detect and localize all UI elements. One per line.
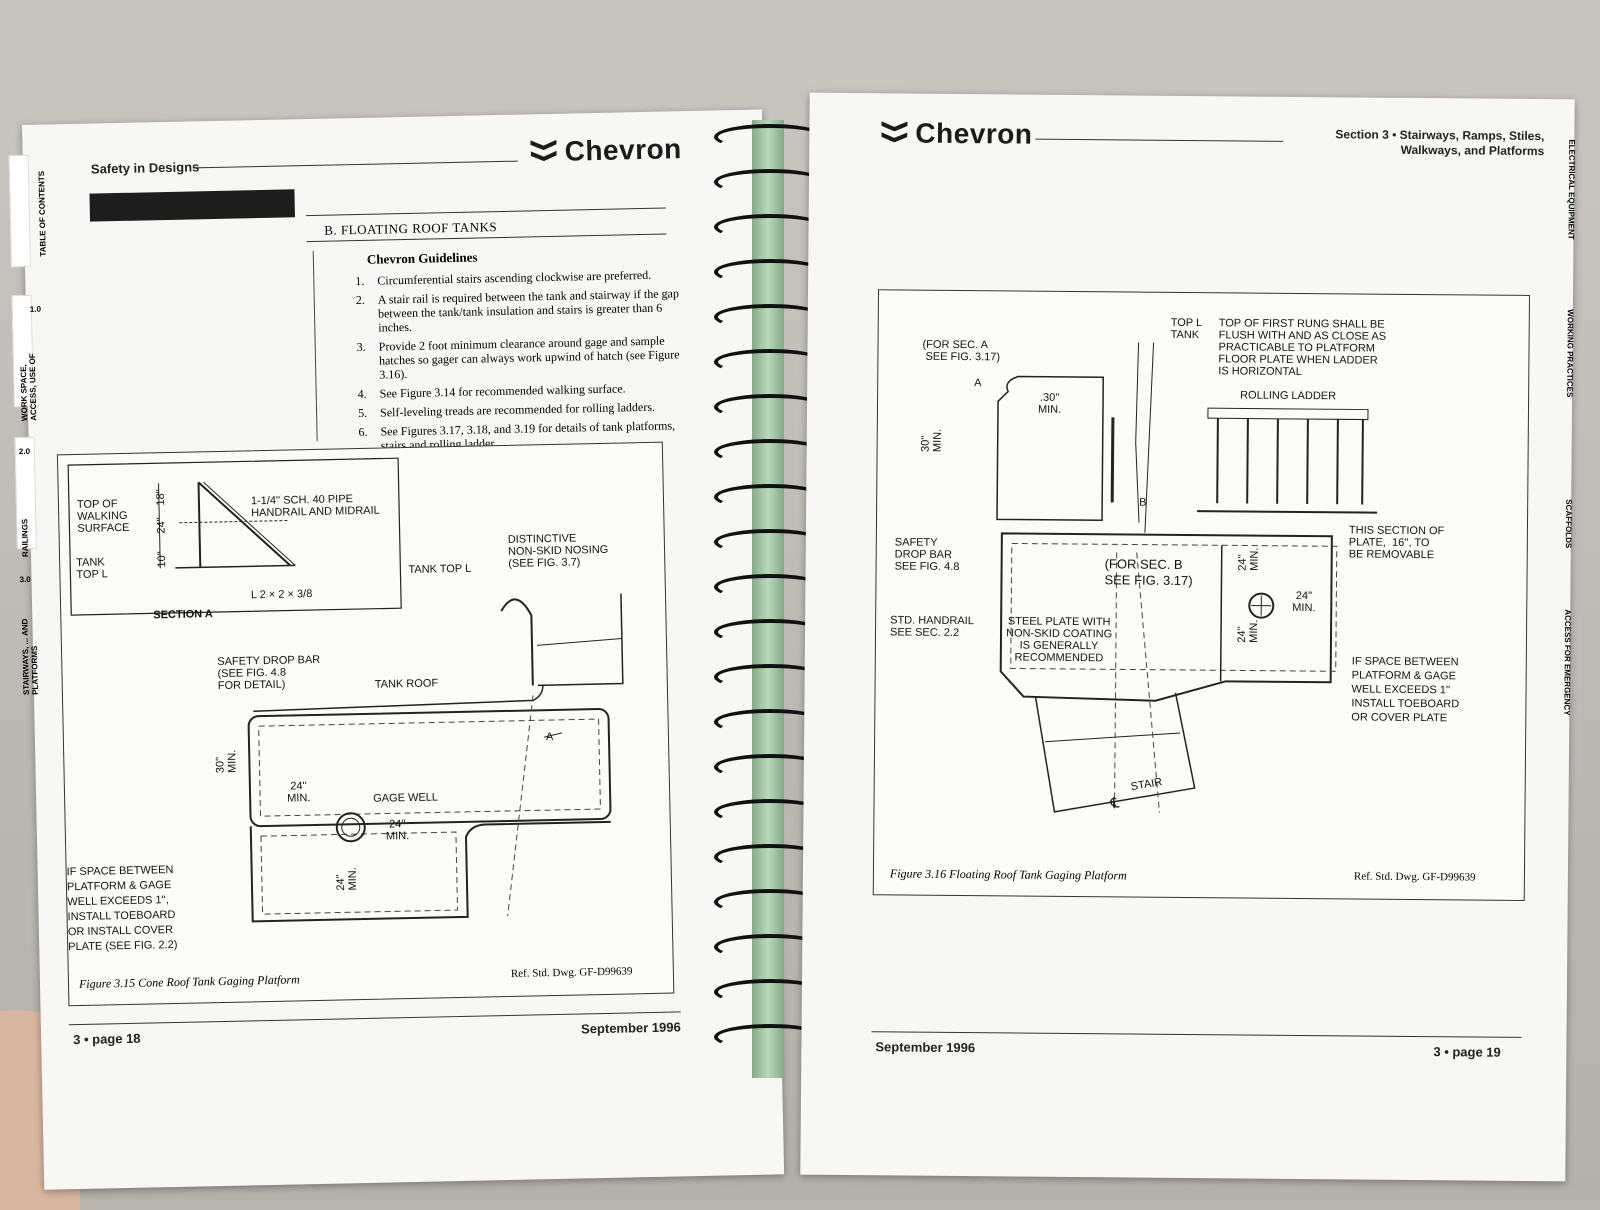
label-drop-bar: SAFETY DROP BAR (SEE FIG. 4.8 FOR DETAIL… [217,654,321,692]
footer-date: September 1996 [875,1039,975,1055]
guidelines-list: 1.Circumferential stairs ascending clock… [355,267,689,458]
label-rolling-ladder: ROLLING LADDER [1240,389,1336,402]
label-steel-plate: STEEL PLATE WITH NON-SKID COATING IS GEN… [1006,615,1113,664]
label-dim-24a: 24'' MIN. [1237,547,1261,570]
header-rule [193,161,518,169]
label-nosing: DISTINCTIVE NON-SKID NOSING (SEE FIG. 3.… [508,532,609,570]
tab-label-4: RAILINGS [20,497,30,557]
label-for-sec-b: (FOR SEC. B SEE FIG. 3.17) [1104,556,1192,589]
label-if-space: IF SPACE BETWEEN PLATFORM & GAGE WELL EX… [67,863,178,955]
footer-page-number: 3 • page 19 [1433,1044,1501,1060]
label-drop-bar: SAFETY DROP BAR SEE FIG. 4.8 [895,536,960,573]
footer-rule [872,1031,1522,1038]
label-for-sec-a: (FOR SEC. A SEE FIG. 3.17) [922,339,1000,364]
figure-3-16-drawing [874,290,1529,846]
tab-label-3: 2.0 [19,447,30,456]
footer-date: September 1996 [581,1019,681,1036]
list-item: 2.A stair rail is required between the t… [356,286,687,335]
label-angle: L 2 × 2 × 3/8 [251,588,313,601]
tab-label-electrical[interactable]: ELECTRICAL EQUIPMENT [1566,139,1576,259]
label-tank-top: TANK TOP L [408,563,471,576]
tab-label-scaffolds[interactable]: SCAFFOLDS [1564,499,1574,559]
section-rule-top [306,208,666,217]
section-header-line1: Section 3 • Stairways, Ramps, Stiles, [1335,127,1544,144]
guidelines-heading: Chevron Guidelines [367,249,478,267]
section-header: Section 3 • Stairways, Ramps, Stiles, Wa… [1335,127,1544,159]
label-dim-24b: 24'' MIN. [1292,590,1315,614]
tab-label-6: STAIRWAYS, ... AND PLATFORMS [20,605,40,695]
label-removable: THIS SECTION OF PLATE, 16'', TO BE REMOV… [1349,524,1445,561]
section-title: B. FLOATING ROOF TANKS [324,219,497,239]
figure-ref: Ref. Std. Dwg. GF-D99639 [1354,870,1476,883]
label-dim-30: 30'' MIN. [214,750,238,774]
label-pipe: 1-1/4'' SCH. 40 PIPE HANDRAIL AND MIDRAI… [251,493,380,520]
header-rule [1035,139,1283,142]
figure-3-15: TOP OF WALKING SURFACE 18'' 24'' 10'' 1-… [57,442,674,1007]
label-rung-note: TOP OF FIRST RUNG SHALL BE FLUSH WITH AN… [1218,317,1386,378]
label-tank-roof: TANK ROOF [375,677,439,690]
figure-ref: Ref. Std. Dwg. GF-D99639 [511,965,633,980]
label-dim-24c: 24'' MIN. [1236,619,1260,642]
page-header: Safety in Designs [91,159,200,176]
list-item: 4.See Figure 3.14 for recommended walkin… [358,380,688,401]
tab-label-working[interactable]: WORKING PRACTICES [1565,309,1575,419]
figure-caption: Figure 3.16 Floating Roof Tank Gaging Pl… [890,866,1127,883]
brand-name: Chevron [564,133,682,167]
label-dim-18: 18'' [155,489,167,506]
label-dim-24a: 24'' MIN. [287,780,311,804]
label-handrail: STD. HANDRAIL SEE SEC. 2.2 [890,614,974,639]
chevron-logo-icon [530,137,557,168]
label-a-marker: A [546,731,554,743]
label-dim-24c: 24'' MIN. [335,867,359,891]
label-dim-24b: 24'' MIN. [386,818,410,842]
tab-label-access[interactable]: ACCESS FOR EMERGENCY [1562,609,1572,749]
right-page: Chevron Section 3 • Stairways, Ramps, St… [800,93,1574,1182]
chevron-logo-icon [881,118,907,148]
guideline-rule [313,251,318,441]
tab-label-0: TABLE OF CONTENTS [37,167,48,257]
label-top-walking: TOP OF WALKING SURFACE [77,498,130,535]
label-b-marker: B [1139,497,1146,509]
label-centerline: ℄ [1111,796,1120,808]
figure-3-16: (FOR SEC. A SEE FIG. 3.17) A TOP L TANK … [873,289,1530,901]
list-item: 1.Circumferential stairs ascending clock… [355,267,685,288]
tab-table-of-contents[interactable] [9,155,31,267]
tab-label-5: 3.0 [19,575,30,584]
section-header-line2: Walkways, and Platforms [1335,142,1544,159]
label-a-marker: A [974,377,981,389]
left-page: TABLE OF CONTENTS 1.0 WORK SPACE, ACCESS… [22,110,784,1190]
label-if-space: IF SPACE BETWEEN PLATFORM & GAGE WELL EX… [1351,654,1459,725]
chevron-logo: Chevron [881,117,1032,150]
label-gage-well: GAGE WELL [373,791,438,804]
tab-label-2: WORK SPACE, ACCESS, USE OF [19,341,39,421]
section-bar [89,189,295,221]
label-dim-24-inset: 24'' [155,517,167,534]
label-top-l-tank: TOP L TANK [1171,317,1203,341]
figure-caption: Figure 3.15 Cone Roof Tank Gaging Platfo… [79,972,300,992]
chevron-logo: Chevron [530,133,682,168]
list-item: 5.Self-leveling treads are recommended f… [358,399,688,420]
label-tank-top-inset: TANK TOP L [76,556,108,581]
label-dim-30a: .30'' MIN. [1038,392,1061,416]
label-section-a: SECTION A [153,608,213,621]
brand-name: Chevron [915,118,1032,151]
label-dim-10: 10'' [156,551,168,568]
tab-label-1: 1.0 [30,305,41,314]
list-item: 3.Provide 2 foot minimum clearance aroun… [357,333,688,382]
label-dim-30b: 30'' MIN. [920,429,944,452]
footer-page-number: 3 • page 18 [73,1031,141,1047]
